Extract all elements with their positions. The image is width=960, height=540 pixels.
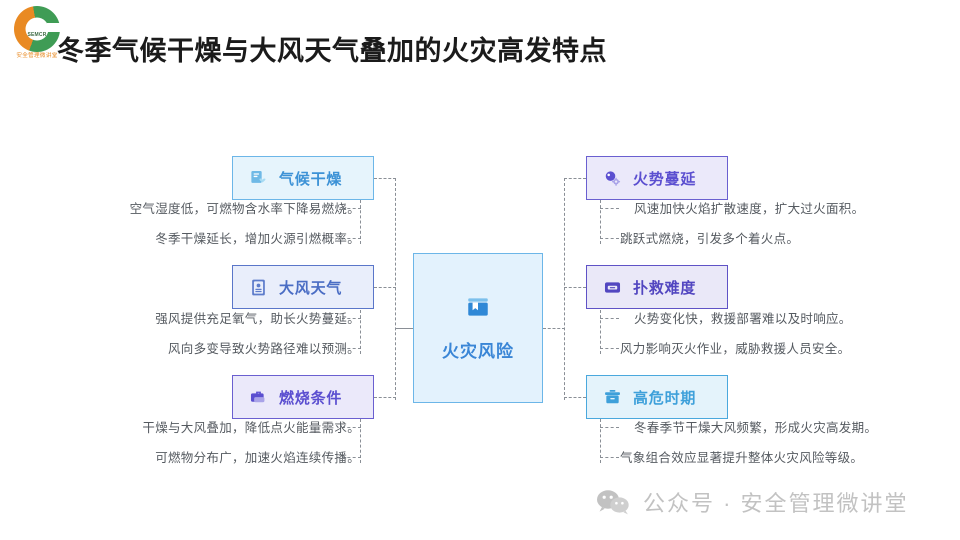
connector-right-branch-3 — [564, 397, 586, 398]
connector-left-branch-3 — [374, 397, 396, 398]
detail-text: 可燃物分布广，加速火焰连续传播。 — [155, 451, 360, 465]
connector-left-desc-3a — [342, 427, 361, 428]
connector-right-desc-stem-1 — [600, 200, 601, 244]
logo-circle-icon — [14, 6, 60, 52]
detail-text: 风向多变导致火势路径难以预测。 — [167, 342, 360, 356]
detail-text: 干燥与大风叠加，降低点火能量需求。 — [142, 421, 360, 435]
card-label: 气候干燥 — [279, 170, 343, 188]
connector-left-desc-1a — [342, 208, 361, 209]
detail-text: 空气湿度低，可燃物含水率下降易燃烧。 — [129, 202, 360, 216]
detail-text: 强风提供充足氧气，助长火势蔓延。 — [155, 312, 360, 326]
detail-text: 跳跃式燃烧，引发多个着火点。 — [620, 232, 800, 246]
detail-text: 冬季干燥延长，增加火源引燃概率。 — [155, 232, 360, 246]
brand-logo: SEMCR 安全管理微讲堂 — [6, 4, 68, 66]
connector-left-desc-stem-3 — [360, 419, 361, 463]
footer-text: 公众号 · 安全管理微讲堂 — [643, 491, 909, 516]
connector-left-desc-3b — [342, 457, 361, 458]
connector-right-desc-2b — [600, 348, 619, 349]
connector-right-desc-3a — [600, 427, 619, 428]
connector-right-desc-2a — [600, 318, 619, 319]
card-strong-wind[interactable]: 大风天气 — [232, 265, 374, 309]
connector-left-branch-2 — [374, 287, 396, 288]
card-climate-dry[interactable]: 气候干燥 — [232, 156, 374, 200]
card-label: 燃烧条件 — [279, 389, 343, 407]
card-label: 高危时期 — [633, 389, 697, 407]
inbox-icon — [603, 278, 622, 297]
connector-left-branch-1 — [374, 178, 396, 179]
connector-right-branch-2 — [564, 287, 586, 288]
connector-left-desc-stem-1 — [360, 200, 361, 244]
page-title: 冬季气候干燥与大风天气叠加的火灾高发特点 — [57, 36, 607, 66]
card-combustion-conditions[interactable]: 燃烧条件 — [232, 375, 374, 419]
briefcase-icon — [249, 388, 268, 407]
document-heart-icon — [249, 169, 268, 188]
center-node-fire-risk[interactable]: 火灾风险 — [413, 253, 543, 403]
connector-right-branch-1 — [564, 178, 586, 179]
card-rescue-difficulty[interactable]: 扑救难度 — [586, 265, 728, 309]
detail-text: 火势变化快，救援部署难以及时响应。 — [634, 312, 852, 326]
card-fire-spread[interactable]: 火势蔓延 — [586, 156, 728, 200]
settings-gear-icon — [603, 169, 622, 188]
connector-right-desc-1b — [600, 238, 619, 239]
card-label: 火势蔓延 — [633, 170, 697, 188]
center-node-label: 火灾风险 — [442, 342, 514, 361]
detail-text: 冬春季节干燥大风频繁，形成火灾高发期。 — [634, 421, 878, 435]
logo-subtitle: 安全管理微讲堂 — [16, 53, 58, 59]
card-label: 扑救难度 — [633, 279, 697, 297]
connector-right-trunk — [564, 178, 565, 400]
detail-text: 风力影响灭火作业，威胁救援人员安全。 — [620, 342, 851, 356]
connector-center-to-right — [543, 328, 565, 329]
connector-left-desc-stem-2 — [360, 310, 361, 354]
id-card-icon — [249, 278, 268, 297]
logo-inner-text: SEMCR — [27, 32, 47, 38]
connector-right-desc-stem-3 — [600, 419, 601, 463]
footer-watermark: 公众号 · 安全管理微讲堂 — [596, 486, 909, 518]
connector-right-desc-3b — [600, 457, 619, 458]
book-icon — [465, 294, 491, 325]
card-label: 大风天气 — [279, 279, 343, 297]
detail-text: 气象组合效应显著提升整体火灾风险等级。 — [620, 451, 864, 465]
wechat-icon — [596, 489, 630, 515]
connector-right-desc-1a — [600, 208, 619, 209]
archive-box-icon — [603, 388, 622, 407]
connector-left-desc-2a — [342, 318, 361, 319]
connector-right-desc-stem-2 — [600, 310, 601, 354]
card-high-risk-period[interactable]: 高危时期 — [586, 375, 728, 419]
connector-left-desc-1b — [342, 238, 361, 239]
connector-left-desc-2b — [342, 348, 361, 349]
detail-text: 风速加快火焰扩散速度，扩大过火面积。 — [634, 202, 865, 216]
connector-left-trunk — [395, 178, 396, 400]
connector-left-to-center — [395, 328, 414, 329]
